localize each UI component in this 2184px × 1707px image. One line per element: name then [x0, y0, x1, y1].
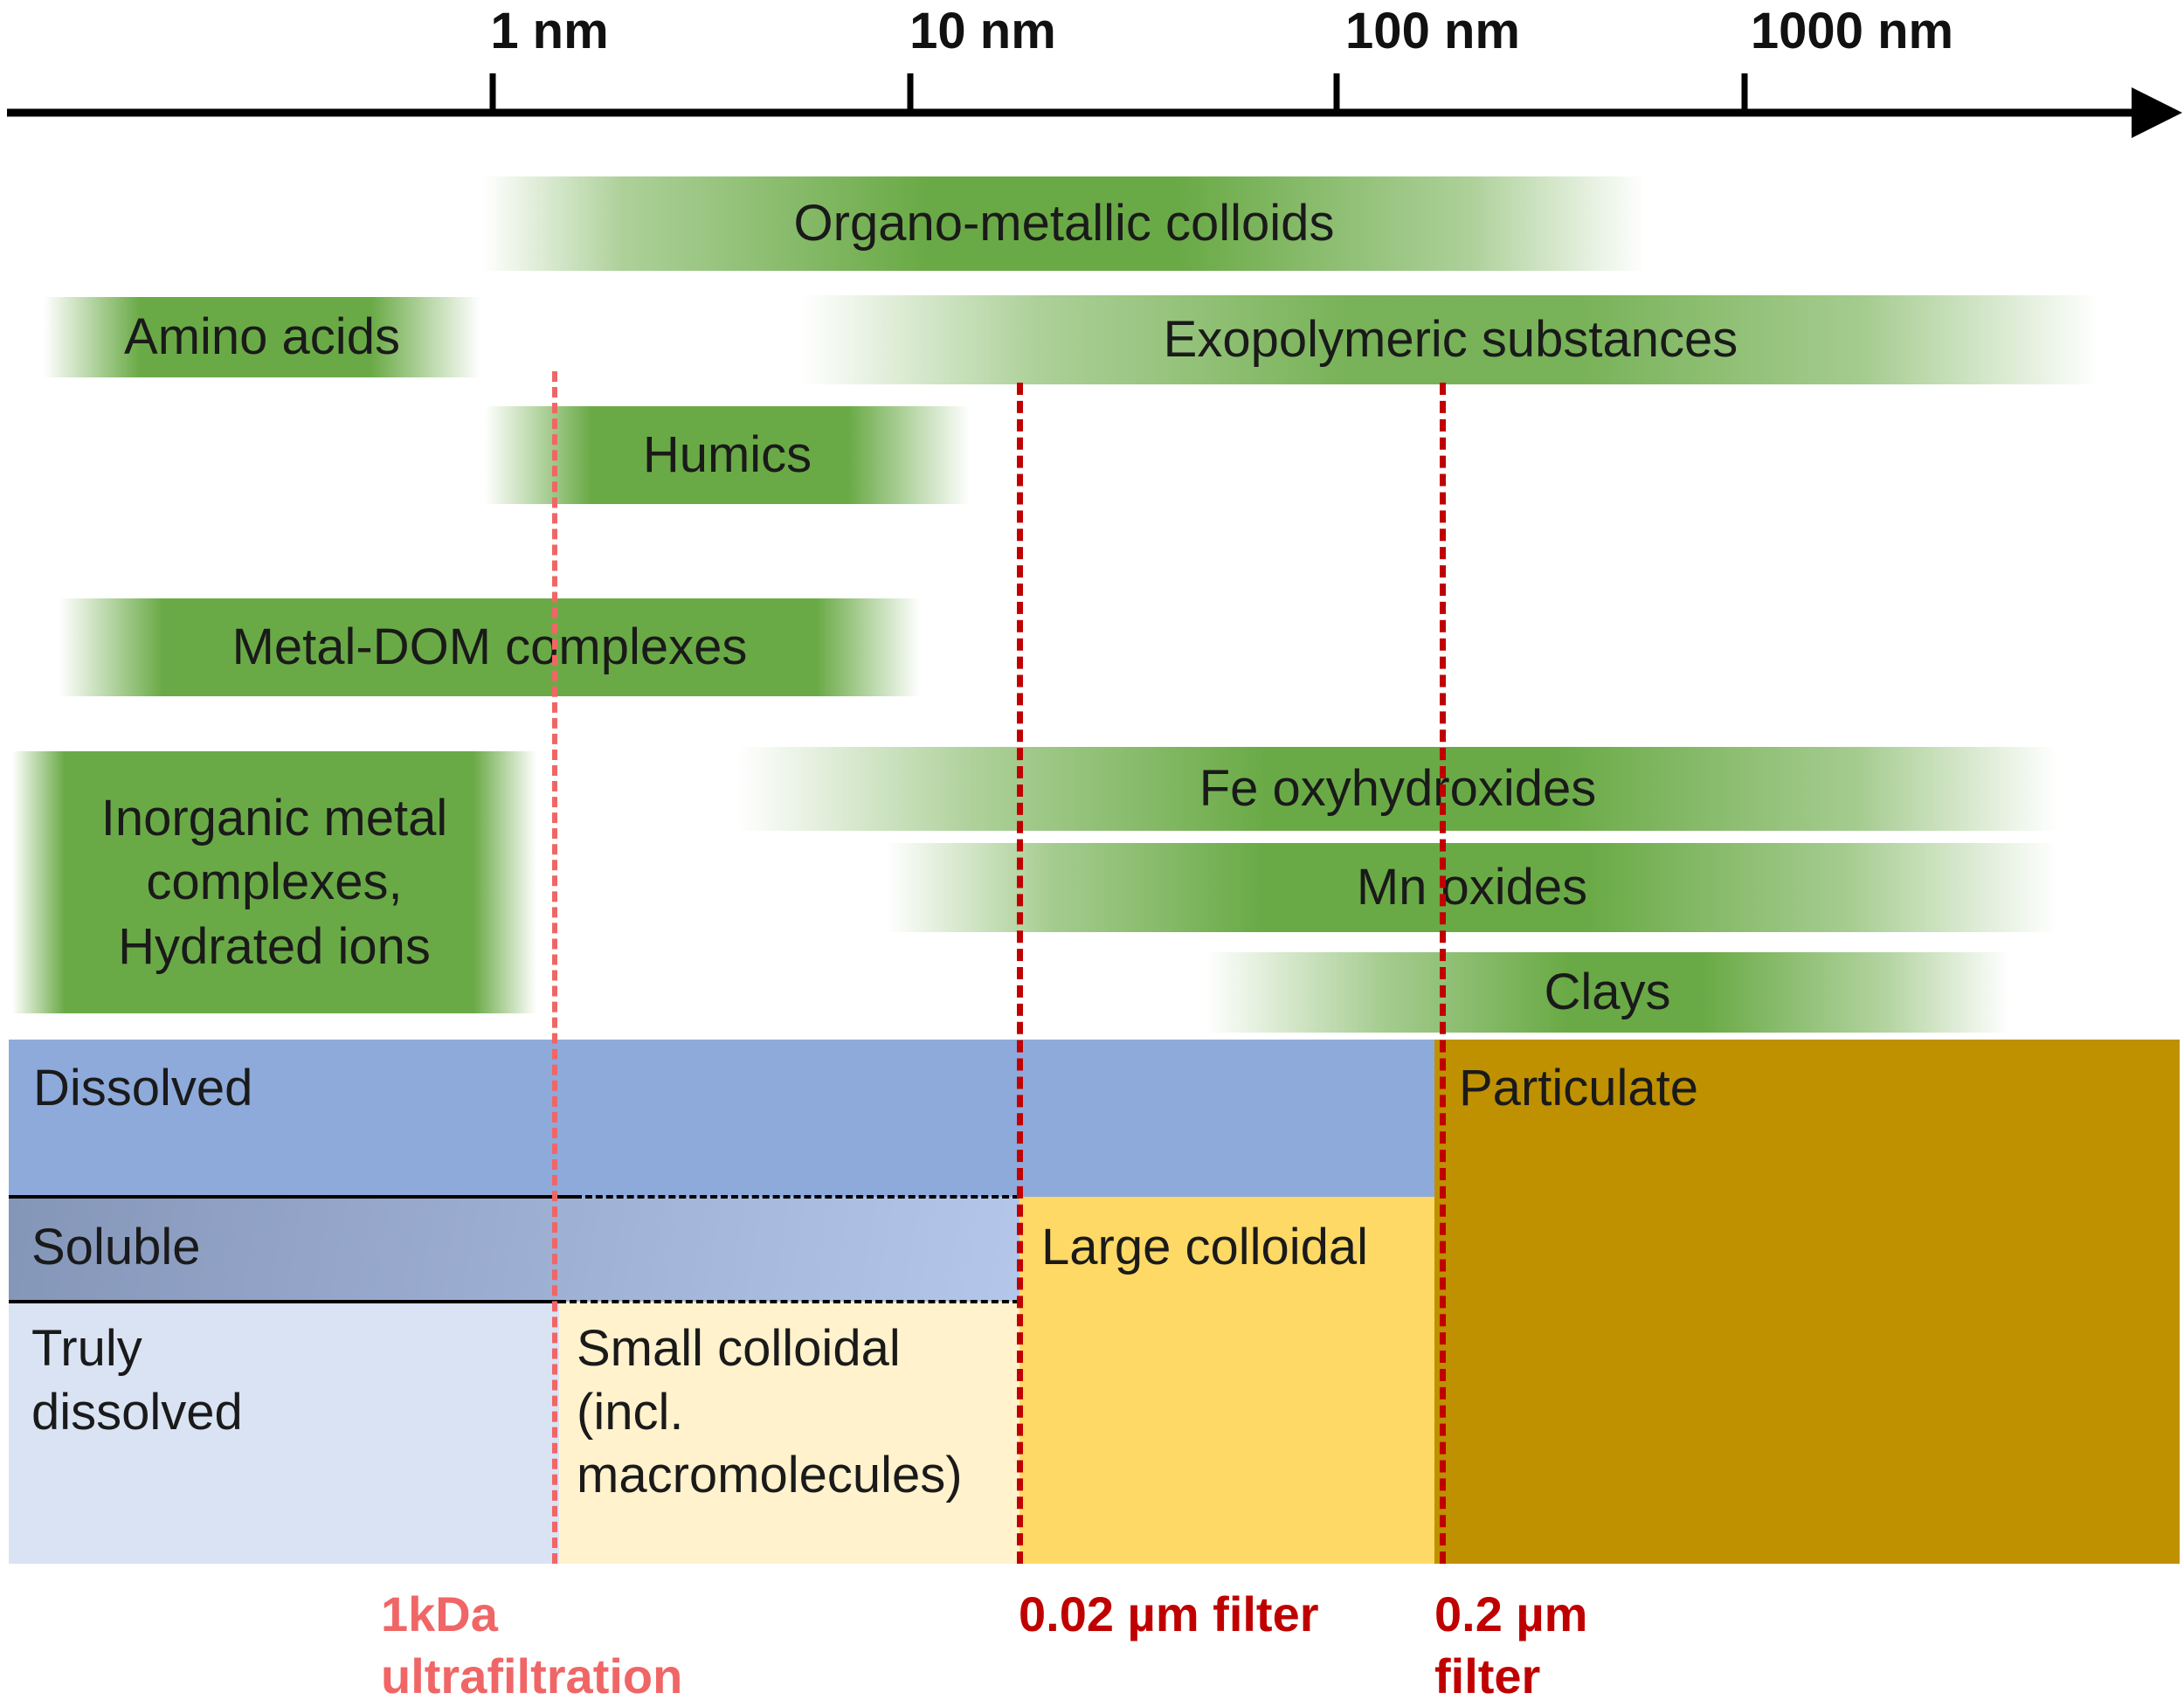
ultrafiltration-cutoff-line [552, 371, 557, 1564]
filter-002um-label: 0.02 µm filter [1019, 1586, 1319, 1641]
size-axis [7, 73, 2182, 138]
axis-tick-label-1nm: 1 nm [490, 3, 609, 59]
bar-exopolymeric-substances: Exopolymeric substances [802, 295, 2099, 384]
bar-fe-oxyhydroxides: Fe oxyhydroxides [738, 747, 2057, 831]
large-colloidal-label: Large colloidal [1041, 1219, 1369, 1275]
bar-inorganic-metal-complexes: Inorganic metal complexes, Hydrated ions [12, 751, 536, 1013]
truly-dissolved-zone [9, 1302, 559, 1564]
soluble-zone [9, 1197, 1019, 1302]
filter-02um-cutoff-line [1440, 383, 1446, 1564]
bar-metal-dom-complexes: Metal-DOM complexes [59, 598, 920, 696]
bar-humics: Humics [485, 406, 970, 504]
particulate-label: Particulate [1459, 1060, 1699, 1116]
truly-dissolved-label: Truly dissolved [31, 1320, 243, 1441]
small-colloidal-label: Small colloidal (incl. macromolecules) [577, 1320, 963, 1503]
small-colloidal-zone [559, 1302, 1019, 1564]
axis-tick-label-1000nm: 1000 nm [1750, 3, 1954, 59]
dissolved-zone [9, 1040, 1436, 1197]
bar-mn-oxides: Mn oxides [887, 843, 2057, 932]
filter-02um-label: 0.2 µm filter [1434, 1586, 1588, 1704]
axis-arrowhead [2132, 87, 2182, 138]
particulate-zone [1434, 1040, 2180, 1564]
axis-tick-label-10nm: 10 nm [909, 3, 1056, 59]
ultrafiltration-label: 1kDa ultrafiltration [381, 1586, 683, 1704]
axis-tick-label-100nm: 100 nm [1345, 3, 1520, 59]
bar-amino-acids: Amino acids [44, 297, 480, 377]
bar-clays: Clays [1206, 952, 2009, 1033]
soluble-top-dashed-line [575, 1195, 1019, 1199]
soluble-bottom-solid-line [9, 1300, 559, 1303]
soluble-bottom-dashed-line [559, 1300, 1019, 1303]
soluble-label: Soluble [31, 1219, 201, 1275]
filter-002um-cutoff-line [1017, 383, 1023, 1564]
large-colloidal-zone [1019, 1197, 1434, 1564]
bar-organo-metallic-colloids: Organo-metallic colloids [483, 176, 1645, 271]
soluble-top-solid-line [9, 1195, 575, 1199]
dissolved-label: Dissolved [33, 1060, 253, 1116]
